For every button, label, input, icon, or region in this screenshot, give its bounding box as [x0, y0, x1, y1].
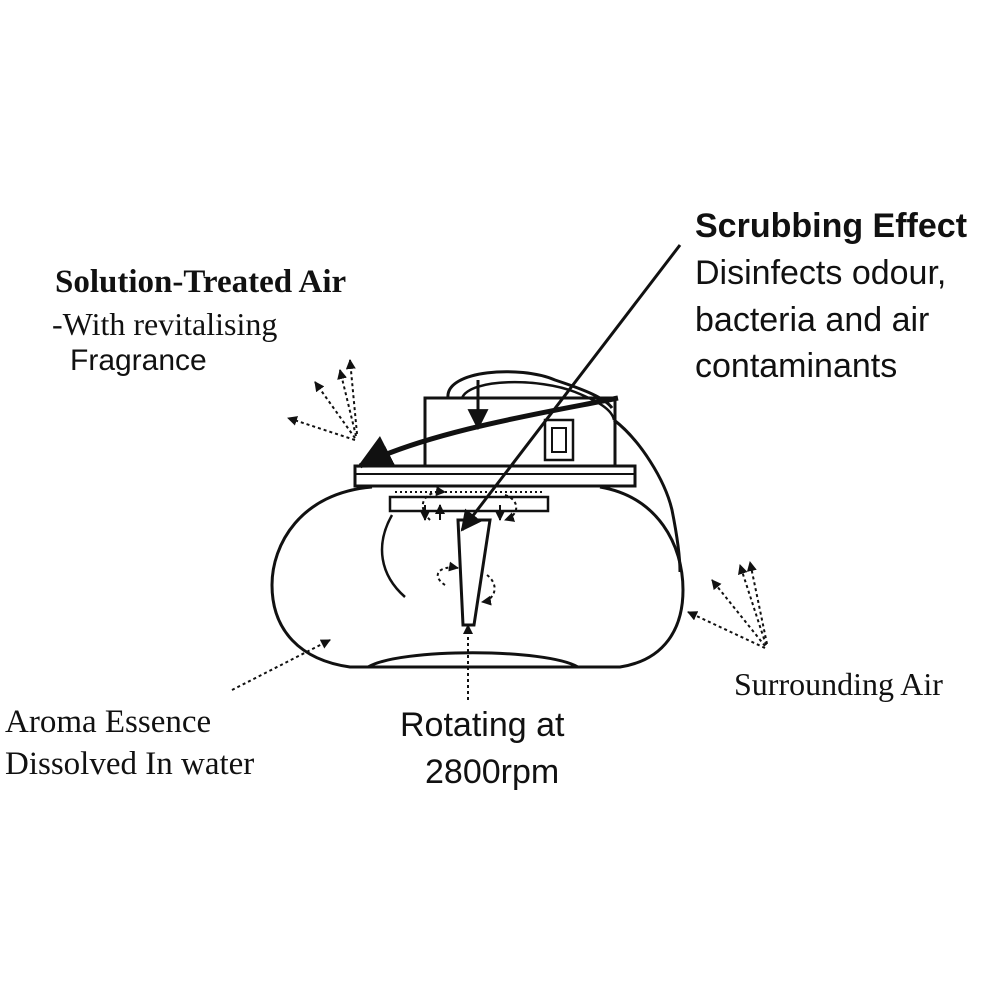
surrounding-air-label: Surrounding Air: [734, 666, 943, 702]
aroma-essence-line-2: Dissolved In water: [5, 746, 255, 782]
motor-housing: [423, 396, 617, 468]
treated-air-arrow-4: [345, 359, 358, 435]
treated-air-line-2: Fragrance: [70, 344, 207, 377]
motor-cable: [446, 370, 614, 409]
swirl-arrow-4: [481, 574, 496, 606]
scrubbing-pointer-arrow: [460, 244, 682, 532]
motor-block-inner: [551, 427, 567, 453]
treated-air-arrow-1: [287, 416, 356, 441]
motor-block: [543, 418, 575, 462]
treated-air-arrow-3: [337, 369, 357, 437]
rotating-line-1: Rotating at: [400, 706, 565, 744]
scrubbing-effect-line-3: contaminants: [695, 347, 898, 385]
aroma-pointer-arrow: [231, 639, 331, 691]
swirl-arrow-3: [436, 561, 459, 586]
air-flow-arrow: [356, 395, 619, 469]
surrounding-air-arrow-2: [711, 579, 766, 647]
treated-air-line-1: -With revitalising: [52, 306, 278, 342]
rotating-line-2: 2800rpm: [425, 753, 560, 791]
wire-loop: [380, 514, 406, 598]
impeller-disc: [388, 495, 550, 513]
bowl-base: [367, 651, 579, 669]
surrounding-air-arrow-4: [746, 561, 768, 645]
surrounding-air-arrow-1: [687, 611, 766, 649]
water-bowl: [270, 485, 685, 669]
scrubbing-effect-title: Scrubbing Effect: [695, 207, 968, 245]
aroma-essence-line-1: Aroma Essence: [5, 704, 212, 740]
treated-air-title: Solution-Treated Air: [55, 264, 347, 300]
swirl-arrow-2: [504, 494, 518, 522]
suction-cone: [456, 518, 492, 627]
scrubbing-effect-line-2: bacteria and air: [695, 301, 930, 339]
surrounding-air-arrow-3: [738, 564, 767, 646]
lid-plate: [353, 464, 637, 488]
intake-tube: [613, 418, 682, 573]
scrubbing-effect-line-1: Disinfects odour,: [695, 254, 947, 292]
